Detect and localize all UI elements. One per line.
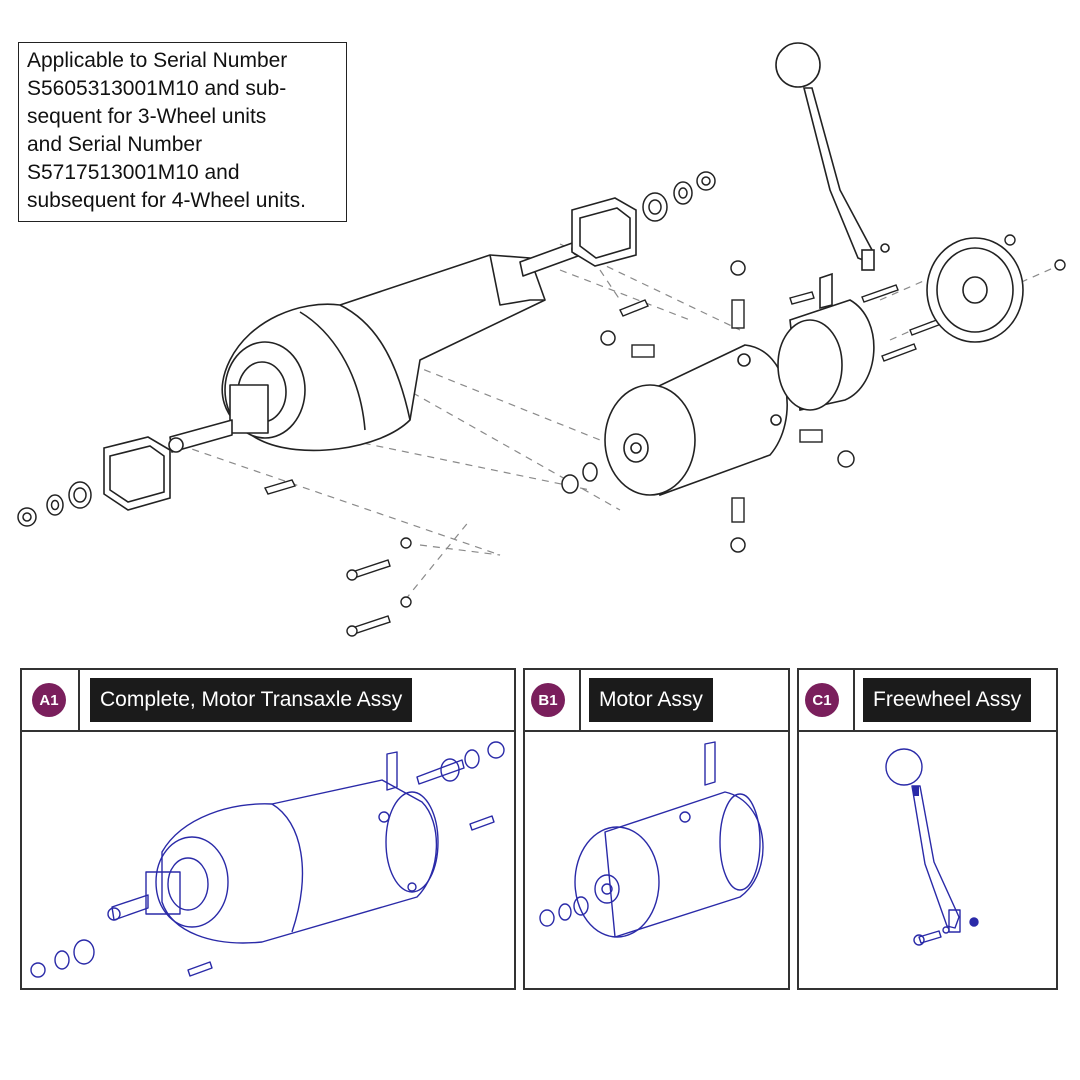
notice-line: sequent for 3-Wheel units <box>27 105 267 128</box>
motor-assembly-illustration <box>539 741 764 938</box>
header-divider <box>78 670 80 730</box>
header-divider <box>579 670 581 730</box>
keys-and-pins <box>264 299 823 523</box>
transaxle-housing <box>168 241 585 453</box>
panel-title: Motor Assy <box>589 678 713 722</box>
notice-line: subsequent for 4-Wheel units. <box>27 189 306 212</box>
panel-badge: A1 <box>32 683 66 717</box>
washers-and-nuts <box>17 171 855 553</box>
panel-complete-motor-transaxle-assy[interactable]: A1 Complete, Motor Transaxle Assy <box>20 668 516 990</box>
transaxle-assembly-illustration <box>30 741 505 978</box>
axle-boots <box>103 197 637 511</box>
notice-line: S5605313001M10 and sub- <box>27 77 287 100</box>
panel-badge: B1 <box>531 683 565 717</box>
end-cap <box>926 237 1024 343</box>
notice-line: and Serial Number <box>27 133 203 156</box>
panel-badge: C1 <box>805 683 839 717</box>
freewheel-assembly-illustration <box>885 748 979 946</box>
serial-number-notice: Applicable to Serial Number S5605313001M… <box>18 42 347 222</box>
header-divider <box>853 670 855 730</box>
notice-line: Applicable to Serial Number <box>27 49 288 72</box>
panel-motor-assy[interactable]: B1 Motor Assy <box>523 668 790 990</box>
motor-body <box>604 344 788 497</box>
panel-header: C1 Freewheel Assy <box>799 670 1056 732</box>
bolts <box>346 234 1066 637</box>
notice-line: S5717513001M10 and <box>27 161 240 184</box>
panel-header: B1 Motor Assy <box>525 670 788 732</box>
panel-title: Complete, Motor Transaxle Assy <box>90 678 413 722</box>
panel-title: Freewheel Assy <box>863 678 1032 722</box>
brake-housing <box>777 272 875 411</box>
freewheel-lever <box>775 42 890 271</box>
panel-freewheel-assy[interactable]: C1 Freewheel Assy <box>797 668 1058 990</box>
panel-header: A1 Complete, Motor Transaxle Assy <box>22 670 514 732</box>
